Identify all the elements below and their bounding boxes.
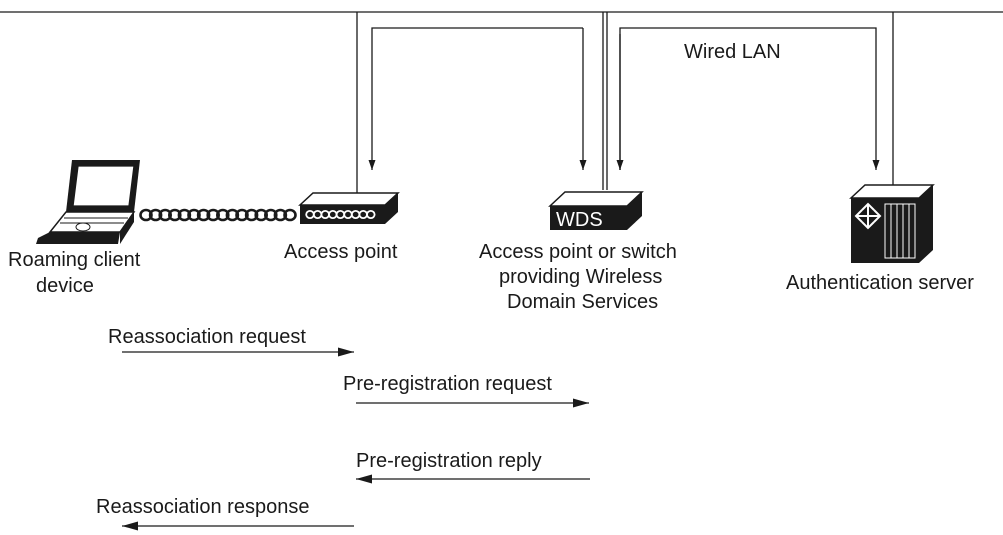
wds-flow-arrows	[368, 27, 880, 170]
link-loop	[273, 208, 288, 222]
link-loop	[177, 208, 192, 222]
message-label: Pre-registration reply	[356, 450, 542, 472]
link-loop	[216, 208, 230, 222]
laptop-screen	[72, 165, 135, 207]
link-loop	[225, 208, 240, 222]
link-loop	[196, 208, 211, 222]
wds-label-line3: Domain Services	[507, 291, 658, 313]
message-sequence: Reassociation request Pre-registration r…	[96, 326, 590, 531]
link-loop	[254, 208, 269, 222]
wds-label-line2: providing Wireless	[499, 266, 662, 288]
link-loop	[168, 208, 182, 222]
ap-top	[298, 192, 400, 206]
server-top	[849, 184, 935, 199]
access-point-icon	[298, 192, 400, 224]
wired-lan: Wired LAN	[0, 11, 1003, 205]
ap-front	[300, 205, 385, 224]
wired-lan-label: Wired LAN	[684, 41, 781, 63]
link-loop	[148, 208, 163, 222]
message-label: Reassociation response	[96, 496, 309, 518]
laptop-icon	[36, 160, 140, 244]
trackpad	[75, 222, 91, 232]
link-loop	[263, 208, 278, 222]
wds-switch-icon: WDS	[548, 191, 644, 231]
ap-front-pattern	[305, 209, 376, 219]
client-label-line2: device	[36, 275, 94, 297]
link-loop	[187, 208, 201, 222]
link-loop	[244, 208, 259, 222]
wds-front	[550, 206, 627, 230]
wds-label-line1: Access point or switch	[479, 241, 677, 263]
client-label-line1: Roaming client	[8, 249, 141, 271]
auth-server-label: Authentication server	[786, 272, 974, 294]
wds-top	[548, 191, 644, 207]
wireless-link	[139, 208, 297, 222]
server-side	[919, 185, 933, 263]
wds-badge: WDS	[556, 209, 603, 231]
access-point-label: Access point	[284, 241, 398, 263]
server-icon	[849, 184, 935, 263]
link-loop	[366, 209, 376, 219]
link-loop	[283, 208, 297, 222]
message-label: Reassociation request	[108, 326, 306, 348]
link-loop	[158, 208, 172, 222]
laptop-base-side	[120, 212, 134, 244]
link-loop	[235, 208, 249, 222]
link-loop	[206, 208, 220, 222]
wds-side	[627, 192, 642, 230]
router-symbol-icon	[854, 202, 882, 230]
laptop-base-front	[36, 232, 120, 244]
message-label: Pre-registration request	[343, 373, 552, 395]
ap-side	[385, 193, 398, 224]
link-loop	[139, 208, 153, 222]
server-slot-panel	[884, 203, 916, 259]
flow-arrow-to-access-point	[368, 27, 583, 170]
laptop-base-top	[48, 211, 136, 233]
